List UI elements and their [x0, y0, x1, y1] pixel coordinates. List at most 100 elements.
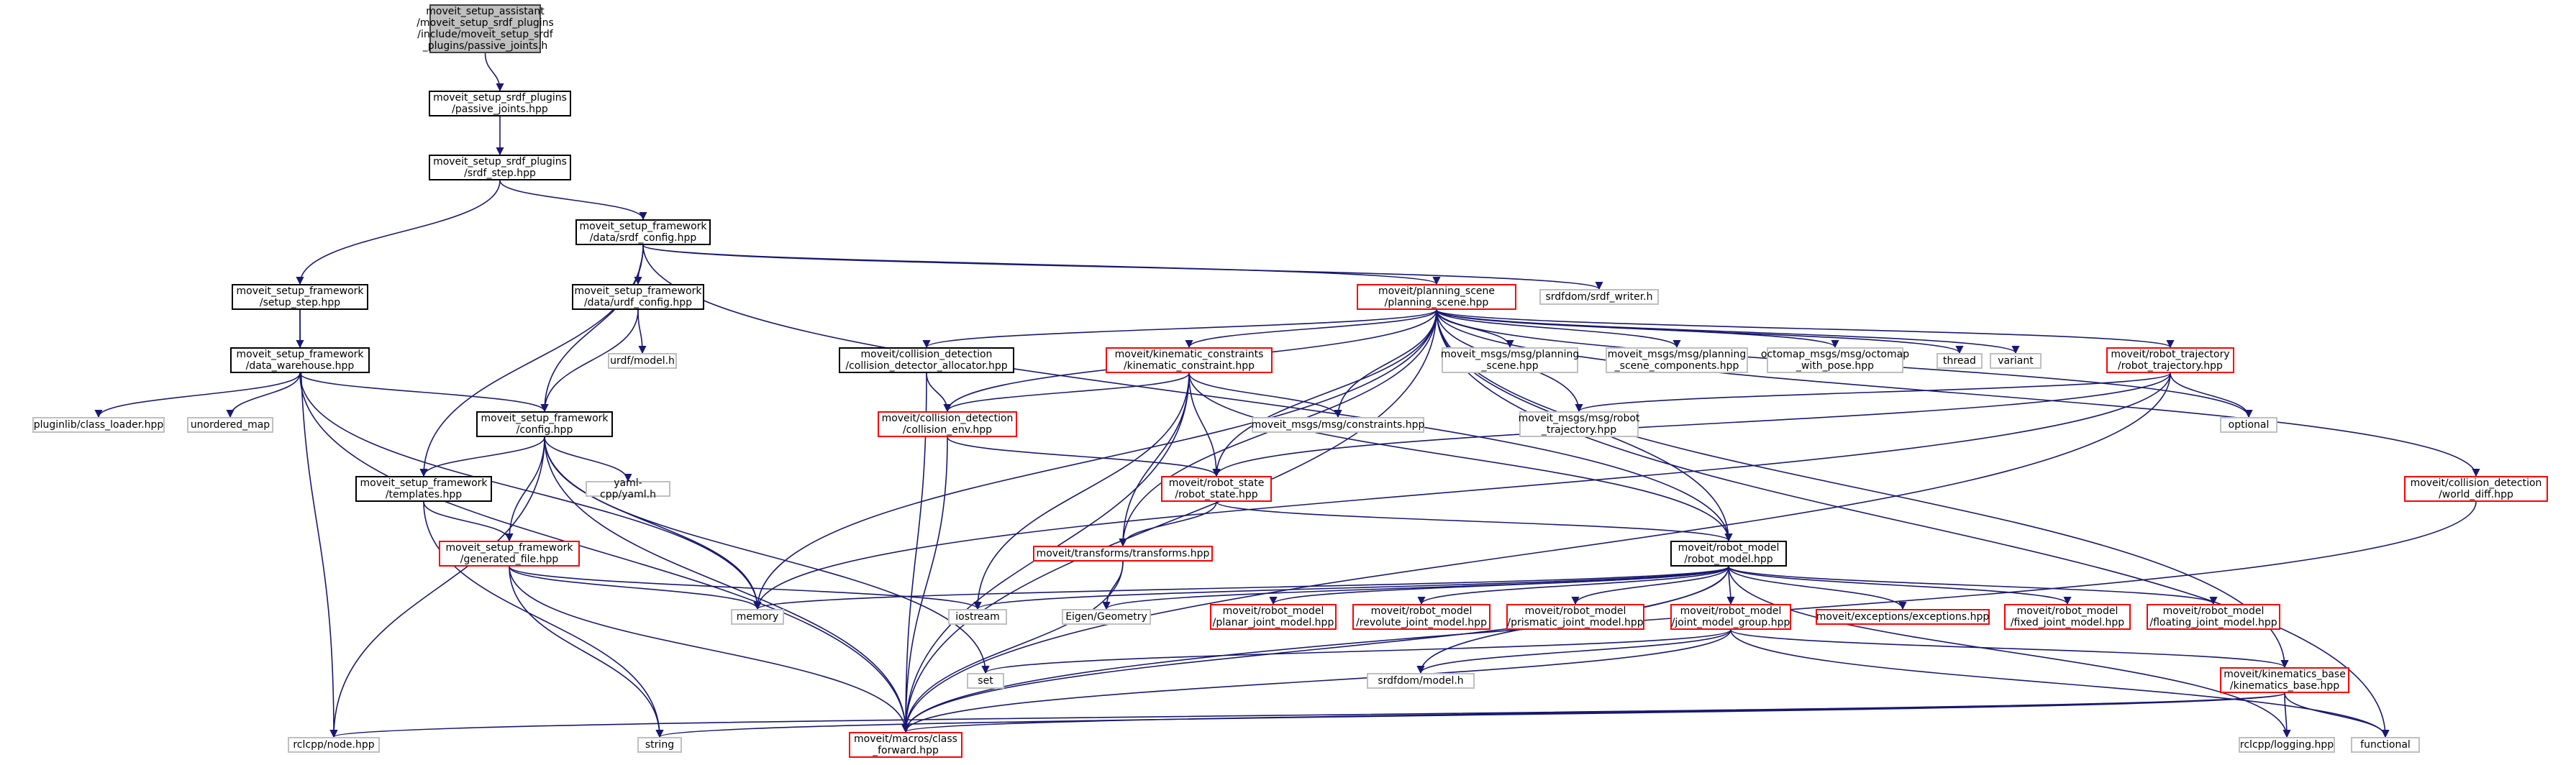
edge-planning_scene-to-robot_trajectory [1436, 309, 2175, 349]
edge-robot_model-to-revolute [1417, 566, 1729, 605]
edge-config-to-templates [419, 436, 545, 477]
edge-joint_model_group-to-kinematics_base [1730, 629, 2289, 669]
edge-srdf_step-to-srdf_config [499, 180, 647, 221]
node-prismatic-joint-model[interactable]: moveit/robot_model /prismatic_joint_mode… [1506, 604, 1644, 630]
node-fixed-joint-model[interactable]: moveit/robot_model /fixed_joint_model.hp… [2004, 604, 2131, 630]
node-revolute-joint-model[interactable]: moveit/robot_model /revolute_joint_model… [1352, 604, 1490, 630]
edge-planning_scene-to-variant [1436, 309, 2020, 354]
node-class-forward[interactable]: moveit/macros/class _forward.hpp [849, 732, 962, 758]
node-floating-joint-model[interactable]: moveit/robot_model /floating_joint_model… [2147, 604, 2280, 630]
node-robot-trajectory[interactable]: moveit/robot_trajectory /robot_trajector… [2106, 347, 2234, 373]
node-collision-detector-allocator[interactable]: moveit/collision_detection /collision_de… [839, 347, 1014, 373]
edge-urdf_config-to-urdf_model [637, 309, 647, 354]
node-robot-state[interactable]: moveit/robot_state /robot_state.hpp [1161, 476, 1272, 502]
node-data-warehouse[interactable]: moveit_setup_framework /data_warehouse.h… [230, 347, 370, 373]
edge-robot_trajectory-to-class_forward [901, 372, 2171, 733]
node-kinematics-base[interactable]: moveit/kinematics_base /kinematics_base.… [2220, 667, 2349, 693]
edge-robot_model-to-class_forward [901, 566, 1729, 733]
node-generated-file[interactable]: moveit_setup_framework /generated_file.h… [439, 541, 580, 567]
edge-planning_scene-to-class_forward [901, 309, 1437, 733]
node-joint-model-group[interactable]: moveit/robot_model /joint_model_group.hp… [1670, 604, 1791, 630]
edge-kinematic_constraint-to-transforms [1119, 372, 1190, 547]
edge-templates-to-generated_file [423, 501, 514, 542]
edge-srdf_config-to-config [540, 244, 644, 413]
edge-robot_state-to-transforms [1119, 501, 1217, 547]
edge-srdf_step-to-setup_step [296, 180, 501, 285]
node-variant: variant [1990, 353, 2042, 369]
edge-joint_model_group-to-set [981, 629, 1731, 674]
node-robot-model[interactable]: moveit/robot_model /robot_model.hpp [1670, 541, 1787, 567]
node-transforms[interactable]: moveit/transforms/transforms.hpp [1033, 546, 1213, 562]
node-set: set [967, 673, 1004, 689]
node-kinematic-constraint[interactable]: moveit/kinematic_constraints /kinematic_… [1106, 347, 1273, 373]
edge-kinematics_base-to-rclcpp_node [330, 692, 2285, 738]
edge-robot_model-to-memory [753, 566, 1729, 610]
edge-planning_scene-to-cd_allocator [922, 309, 1437, 349]
node-world-diff[interactable]: moveit/collision_detection /world_diff.h… [2404, 476, 2548, 502]
edge-robot_model-to-rclcpp_logging [1728, 566, 2291, 738]
edge-data_warehouse-to-config [299, 372, 549, 413]
node-memory: memory [731, 609, 784, 625]
node-octomap-with-pose: octomap_msgs/msg/octomap _with_pose.hpp [1760, 347, 1910, 373]
edge-planning_scene-to-functional [1436, 309, 2390, 738]
edge-planning_scene-to-thread [1436, 309, 1964, 354]
node-srdfdom-model: srdfdom/model.h [1367, 673, 1475, 689]
node-srdf-config[interactable]: moveit_setup_framework /data/srdf_config… [575, 219, 711, 245]
edge-joint_model_group-to-class_forward [901, 629, 1731, 733]
node-config[interactable]: moveit_setup_framework /config.hpp [476, 411, 613, 437]
node-templates[interactable]: moveit_setup_framework /templates.hpp [355, 476, 492, 502]
node-optional: optional [2220, 417, 2277, 433]
edge-cd_allocator-to-collision_env [926, 372, 952, 413]
edge-robot_state-to-robot_model [1216, 501, 1733, 542]
edge-robot_trajectory-to-optional [2170, 372, 2253, 418]
edge-root-to-passive_joints_hpp [484, 52, 504, 92]
edge-srdf_config-to-robot_model [642, 244, 1733, 542]
edge-robot_model-to-exceptions [1728, 566, 1907, 610]
edge-data_warehouse-to-class_loader [94, 372, 301, 418]
node-class-loader: pluginlib/class_loader.hpp [32, 417, 165, 433]
edge-kinematics_base-to-class_forward [902, 692, 2285, 733]
node-constraints: moveit_msgs/msg/constraints.hpp [1252, 417, 1424, 433]
node-planar-joint-model[interactable]: moveit/robot_model /planar_joint_model.h… [1210, 604, 1337, 630]
edge-kinematic_constraint-to-robot_state [1188, 372, 1221, 477]
node-passive-joints-hpp[interactable]: moveit_setup_srdf_plugins /passive_joint… [429, 91, 571, 116]
edge-config-to-set [544, 436, 990, 674]
node-unordered-map: unordered_map [187, 417, 273, 433]
edge-planning_scene-to-robot_state [1212, 309, 1437, 477]
node-srdf-writer: srdfdom/srdf_writer.h [1539, 289, 1659, 305]
node-collision-env[interactable]: moveit/collision_detection /collision_en… [878, 411, 1017, 437]
edge-templates-to-string [423, 501, 664, 738]
node-yaml: yaml-cpp/yaml.h [586, 477, 670, 500]
edge-robot_model-to-floating [1728, 566, 2218, 605]
node-rclcpp-node: rclcpp/node.hpp [288, 737, 380, 753]
edge-config-to-rclcpp_node [329, 436, 545, 738]
node-urdf-config[interactable]: moveit_setup_framework /data/urdf_config… [572, 284, 704, 310]
node-exceptions[interactable]: moveit/exceptions/exceptions.hpp [1816, 609, 1990, 625]
edge-collision_env-to-class_forward [901, 436, 948, 733]
edge-generated_file-to-iostream [509, 566, 982, 610]
edge-kinematic_constraint-to-constraints [1188, 372, 1342, 418]
edge-robot_model-to-planar [1269, 566, 1729, 605]
edge-kinematic_constraint-to-iostream [973, 372, 1190, 610]
edge-robot_trajectory-to-memory [753, 372, 2171, 610]
edge-kinematic_constraint-to-robot_model [1188, 372, 1733, 542]
node-setup-step[interactable]: moveit_setup_framework /setup_step.hpp [232, 284, 368, 310]
edge-transforms-to-eigen [1102, 561, 1124, 610]
edge-generated_file-to-memory [509, 566, 762, 610]
edge-kinematics_base-to-rclcpp_logging [2283, 692, 2291, 738]
edge-robot_trajectory-to-msg_robot_traj [1575, 372, 2171, 413]
edge-planning_scene-to-kinematics_base [1436, 309, 2289, 669]
edge-planning_scene-to-kinematic_constraint [1185, 309, 1437, 349]
node-srdf-step[interactable]: moveit_setup_srdf_plugins /srdf_step.hpp [429, 155, 571, 180]
edge-data_warehouse-to-class_forward [299, 372, 910, 733]
edge-data_warehouse-to-memory [299, 372, 762, 610]
edge-transforms-to-class_forward [901, 561, 1124, 733]
edge-cd_allocator-to-class_forward [901, 372, 927, 733]
edge-joint_model_group-to-functional [1730, 629, 2390, 738]
node-msg-robot-trajectory: moveit_msgs/msg/robot _trajectory.hpp [1518, 411, 1640, 437]
node-rclcpp-logging: rclcpp/logging.hpp [2239, 737, 2335, 753]
edge-planning_scene-to-msg_ps_components [1436, 309, 1681, 349]
node-planning-scene[interactable]: moveit/planning_scene /planning_scene.hp… [1357, 284, 1516, 310]
